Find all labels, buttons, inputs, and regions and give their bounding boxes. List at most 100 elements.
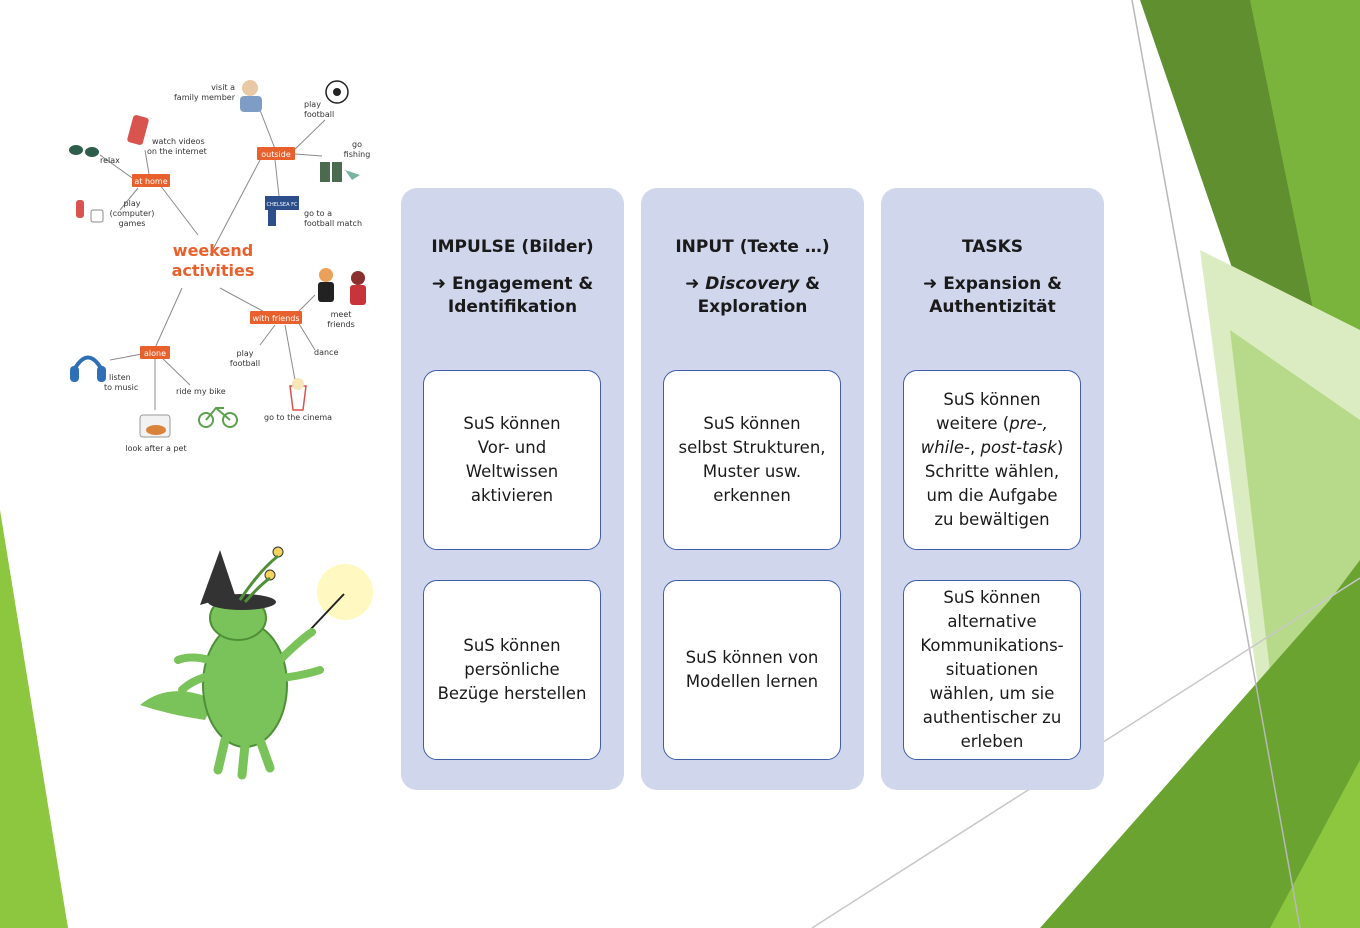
bicycle-frame-icon: [205, 406, 231, 421]
friend-2-body-icon: [350, 285, 366, 305]
diagonal-line-1: [1131, 0, 1301, 928]
wizard-hat-icon: [200, 550, 235, 605]
card-text-line: aktivieren: [470, 486, 554, 505]
column-tasks-subtitle-2: Authentizität: [929, 297, 1056, 317]
column-impulse-subtitle-2: Identifikation: [447, 297, 578, 317]
label-meet-2: friends: [327, 320, 355, 329]
dinosaur-wizard-illustration: [140, 546, 373, 780]
tag-with-friends: [250, 311, 302, 324]
column-impulse-title: IMPULSE (Bilder): [431, 237, 594, 257]
card-input-2: SuS können von Modellen lernen: [663, 580, 841, 760]
card-text-line: persönliche: [464, 660, 560, 679]
card-text-line: while-, post-task): [921, 436, 1064, 460]
tag-outside-label: outside: [261, 150, 291, 159]
card-text-line: SuS können: [943, 390, 1041, 409]
card-text-line: Bezüge herstellen: [437, 684, 587, 703]
antenna-eye-icon: [272, 546, 284, 558]
sunglasses-lens-icon: [85, 147, 99, 157]
label-play-football-4: football: [230, 359, 260, 368]
tag-outside: [257, 147, 295, 160]
label-cinema: go to the cinema: [264, 413, 332, 422]
card-text-em: pre-,: [1009, 414, 1048, 433]
smartphone-icon: [127, 115, 149, 145]
card-text-span: ,: [969, 438, 981, 457]
magic-wand-icon: [309, 593, 345, 631]
label-watch-1: watch videos: [152, 137, 205, 146]
family-member-icon: [242, 80, 258, 96]
card-text-line: Schritte wählen,: [924, 462, 1060, 481]
label-listen-2: to music: [104, 383, 138, 392]
dice-icon: [90, 209, 104, 223]
label-match-2: football match: [304, 219, 362, 228]
label-watch-2: on the internet: [147, 147, 207, 156]
card-impulse-1: SuS können Vor- und Weltwissen aktiviere…: [423, 370, 601, 550]
card-text-line: SuS können: [943, 588, 1041, 607]
popcorn-top-icon: [292, 378, 304, 390]
label-bike: ride my bike: [176, 387, 226, 396]
friend-1-icon: [319, 268, 333, 282]
bicycle-icon: [198, 412, 214, 428]
dinosaur-body-icon: [202, 622, 288, 748]
card-text-span: ): [1056, 438, 1064, 457]
fish-icon: [345, 170, 360, 180]
column-impulse-subtitle-text: Engagement &: [451, 274, 594, 294]
card-input-1: SuS können selbst Strukturen, Muster usw…: [663, 370, 841, 550]
arrow-icon: ➜: [431, 274, 447, 294]
card-text-line: weitere (pre-,: [921, 412, 1064, 436]
arrow-icon: ➜: [923, 274, 938, 294]
card-text-line: alternative: [947, 612, 1037, 631]
card-text-line: SuS können von: [685, 648, 819, 667]
tag-alone: [140, 346, 170, 359]
dinosaur-tail-icon: [140, 691, 215, 720]
label-visit-2: family member: [174, 93, 236, 102]
label-play-football-3: play: [237, 349, 254, 358]
friend-2-icon: [351, 271, 365, 285]
left-green-triangle: [0, 510, 68, 928]
label-fishing-1: go: [352, 140, 362, 149]
card-tasks-1: SuS können weitere (pre-, while-, post-t…: [903, 370, 1081, 550]
label-games-3: games: [119, 219, 146, 228]
column-impulse: IMPULSE (Bilder) ➜ Engagement & Identifi…: [401, 188, 624, 790]
pet-icon: [146, 425, 166, 435]
card-text-line: erleben: [960, 732, 1024, 751]
card-text-line: Kommunikations-: [920, 636, 1064, 655]
card-text-em: while-: [920, 438, 970, 457]
card-text-line: SuS können: [463, 414, 561, 433]
column-input-subtitle-2: Exploration: [697, 297, 808, 317]
card-text-line: Vor- und: [477, 438, 547, 457]
card-text-line: Muster usw.: [702, 462, 802, 481]
column-tasks-subtitle-text: Expansion &: [943, 274, 1062, 294]
friend-1-body-icon: [318, 282, 334, 302]
column-tasks-title: TASKS: [961, 237, 1024, 257]
label-pet: look after a pet: [125, 444, 186, 453]
bicycle-wheel-icon: [222, 412, 238, 428]
scarf-text: CHELSEA FC: [267, 202, 298, 208]
tag-with-friends-label: with friends: [252, 314, 299, 323]
card-text-line: selbst Strukturen,: [678, 438, 826, 457]
column-tasks: TASKS ➜ Expansion & Authentizität SuS kö…: [881, 188, 1104, 790]
label-play-football-2: football: [304, 110, 334, 119]
wand-glow-icon: [317, 564, 373, 620]
headphone-cup-icon: [70, 366, 79, 382]
scarf-icon: [265, 196, 299, 210]
label-listen-1: listen: [109, 373, 131, 382]
dinosaur-legs-icon: [213, 735, 275, 780]
card-text-span: weitere (: [936, 414, 1010, 433]
football-patch-icon: [333, 88, 341, 96]
card-text-line: wählen, um sie: [929, 684, 1055, 703]
column-input-subtitle-rest: &: [799, 274, 820, 294]
antenna-icon: [238, 554, 279, 603]
boot-icon: [332, 162, 342, 182]
column-input-subtitle-1: ➜ Discovery &: [641, 273, 864, 296]
tag-at-home: [132, 174, 170, 187]
card-text-line: authentischer zu: [922, 708, 1062, 727]
card-text-line: Weltwissen: [465, 462, 559, 481]
column-tasks-header: TASKS ➜ Expansion & Authentizität: [881, 236, 1104, 319]
column-impulse-header: IMPULSE (Bilder) ➜ Engagement & Identifi…: [401, 236, 624, 319]
card-tasks-2: SuS können alternative Kommunikations- s…: [903, 580, 1081, 760]
column-input: INPUT (Texte …) ➜ Discovery & Exploratio…: [641, 188, 864, 790]
boots-icon: [320, 162, 330, 182]
scarf-end-icon: [268, 210, 276, 226]
label-dance: dance: [314, 348, 338, 357]
